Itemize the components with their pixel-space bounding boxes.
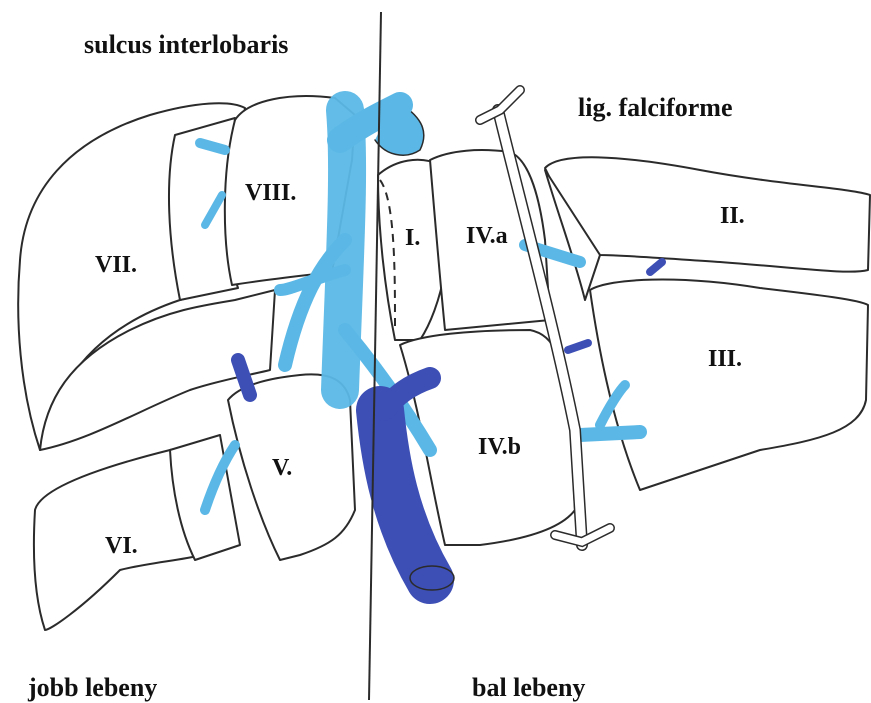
segment-label-IVb: IV.b [478,434,521,460]
segment-label-I: I. [405,225,420,251]
segment-label-II: II. [720,203,745,229]
segment-label-III: III. [708,346,742,372]
segment-label-V: V. [272,455,292,481]
segment-label-VII: VII. [95,252,137,278]
sulcus-interlobaris-label: sulcus interlobaris [84,30,288,59]
segment-label-IVa: IV.a [466,223,508,249]
lig-falciforme-label: lig. falciforme [578,93,733,122]
segment-label-VI: VI. [105,533,138,559]
segment-label-VIII: VIII. [245,180,296,206]
right-lobe-label: jobb lebeny [27,673,157,702]
segment-III-shape [590,280,868,490]
left-lobe-label: bal lebeny [472,673,585,702]
